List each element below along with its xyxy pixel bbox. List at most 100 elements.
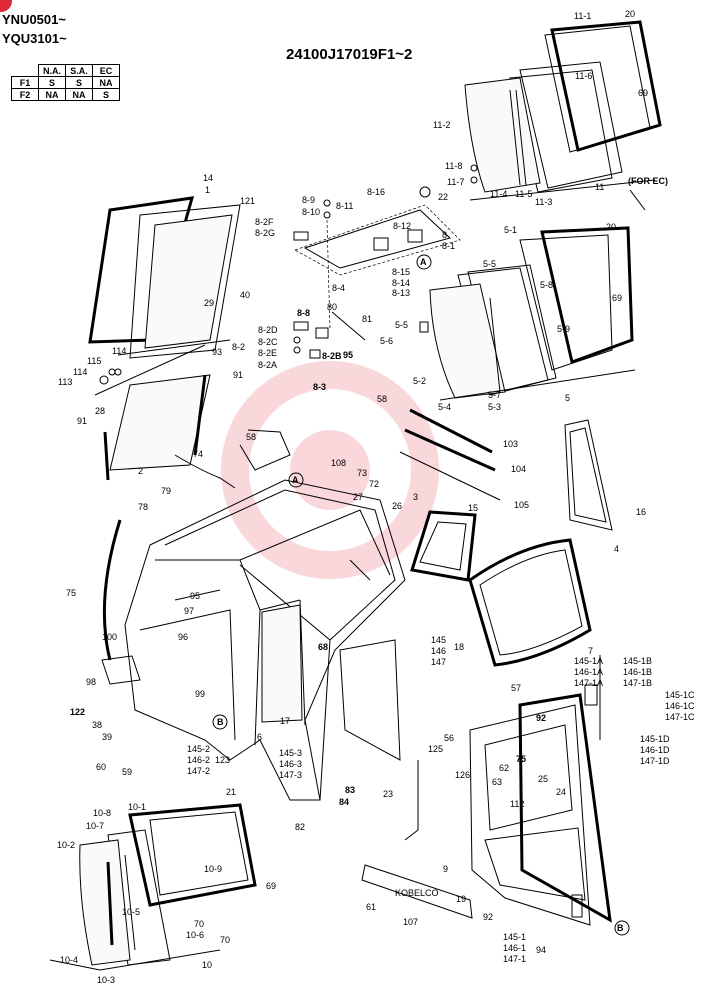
part-label: 11-8: [445, 161, 462, 171]
part-label: 18: [454, 642, 464, 652]
part-label: 8-2B: [322, 351, 342, 361]
part-label: 145-1A: [574, 656, 603, 666]
part-label: 123: [215, 755, 230, 765]
part-label: 27: [353, 492, 363, 502]
part-label: 29: [204, 298, 214, 308]
part-label: 82: [295, 822, 305, 832]
part-label: 92: [536, 713, 546, 723]
part-label: 145-1: [503, 932, 526, 942]
part-label: 60: [96, 762, 106, 772]
table-cell: S: [92, 88, 120, 101]
part-label: 98: [86, 677, 96, 687]
part-label: 10-8: [93, 808, 111, 818]
windshield-18: [468, 538, 592, 667]
part-label: 62: [499, 763, 509, 773]
part-label: 125: [428, 744, 443, 754]
part-label: 8-8: [297, 308, 310, 318]
part-label: 11-4: [490, 189, 507, 199]
rods-103-104-105: [399, 408, 501, 501]
part-label: 70: [194, 919, 204, 929]
part-label: 10-6: [186, 930, 204, 940]
cab-frame: [124, 479, 406, 801]
part-label: 146-2: [187, 755, 210, 765]
part-label: 145: [431, 635, 446, 645]
door-assembly-9: KOBELCO: [361, 655, 612, 926]
part-label: 81: [362, 314, 372, 324]
part-label: 11-5: [515, 189, 532, 199]
part-label: 145-1C: [665, 690, 695, 700]
part-label: 126: [455, 770, 470, 780]
part-label: 72: [369, 479, 379, 489]
part-label: 84: [339, 797, 349, 807]
part-label: 4: [614, 544, 619, 554]
part-label: 78: [138, 502, 148, 512]
part-label: 103: [503, 439, 518, 449]
part-label: 11-3: [535, 197, 552, 207]
part-label: 5-3: [488, 402, 501, 412]
part-label: 80: [327, 302, 337, 312]
part-label: 68: [318, 642, 328, 652]
part-label: 58: [246, 432, 256, 442]
part-label: 10-2: [57, 840, 75, 850]
part-label: 9: [443, 864, 448, 874]
part-label: 104: [511, 464, 526, 474]
serial-range-2: YQU3101~: [2, 31, 67, 46]
part-label: 145-1D: [640, 734, 670, 744]
part-label: 146-1B: [623, 667, 652, 677]
part-label: 11-6: [575, 71, 592, 81]
part-label: 146-1: [503, 943, 526, 953]
part-label: 113: [58, 377, 72, 387]
part-label: 17: [280, 716, 290, 726]
table-cell: NA: [65, 88, 93, 101]
part-label: 8-16: [367, 187, 385, 197]
part-label: 147: [431, 657, 446, 667]
part-label: 105: [514, 500, 529, 510]
part-label: 69: [638, 88, 648, 98]
part-label: 1: [205, 185, 210, 195]
part-label: 147-1A: [574, 678, 603, 688]
part-label: 74: [193, 449, 203, 459]
seal-strips: [101, 429, 291, 685]
part-label: 6: [257, 732, 262, 742]
part-label: 14: [203, 173, 213, 183]
part-label: 5-2: [413, 376, 426, 386]
window-assembly-10: [49, 803, 257, 971]
part-label: 23: [383, 789, 393, 799]
part-label: 145-3: [279, 748, 302, 758]
part-label: 75: [66, 588, 76, 598]
part-label: 5-5: [483, 259, 496, 269]
part-label: 146-1A: [574, 667, 603, 677]
part-label: 5-8: [540, 280, 553, 290]
part-label: 8-1: [442, 241, 455, 251]
part-label: 146-1C: [665, 701, 695, 711]
part-label: 8-11: [336, 201, 353, 211]
part-label: 10-7: [86, 821, 104, 831]
part-label: 94: [536, 945, 546, 955]
part-label: 11-2: [433, 120, 450, 130]
window-assembly-11: [464, 20, 662, 211]
part-label: 73: [357, 468, 367, 478]
part-label: 57: [511, 683, 521, 693]
callout-letter: A: [420, 257, 427, 267]
part-label: 8-2F: [255, 217, 274, 227]
watermark-logo: [221, 361, 439, 579]
applicability-table: N.A. S.A. EC F1 S S NA F2 NA NA S: [11, 64, 120, 101]
part-label: 8-2D: [258, 325, 278, 335]
part-label: 91: [233, 370, 243, 380]
part-label: 39: [102, 732, 112, 742]
part-label: 95: [343, 350, 353, 360]
part-label: 58: [377, 394, 387, 404]
part-label: 112: [510, 799, 524, 809]
part-label: 63: [492, 777, 502, 787]
part-label: 8-4: [332, 283, 345, 293]
part-label: 75: [516, 754, 526, 764]
part-label: 91: [77, 416, 87, 426]
part-label: 107: [403, 917, 418, 927]
part-label: 20: [625, 9, 635, 19]
for-ec-label: (FOR EC): [628, 176, 668, 186]
part-label: 21: [226, 787, 236, 797]
part-label: 8-10: [302, 207, 320, 217]
part-label: 70: [220, 935, 230, 945]
part-label: 122: [70, 707, 85, 717]
windshield-15: [410, 510, 477, 582]
